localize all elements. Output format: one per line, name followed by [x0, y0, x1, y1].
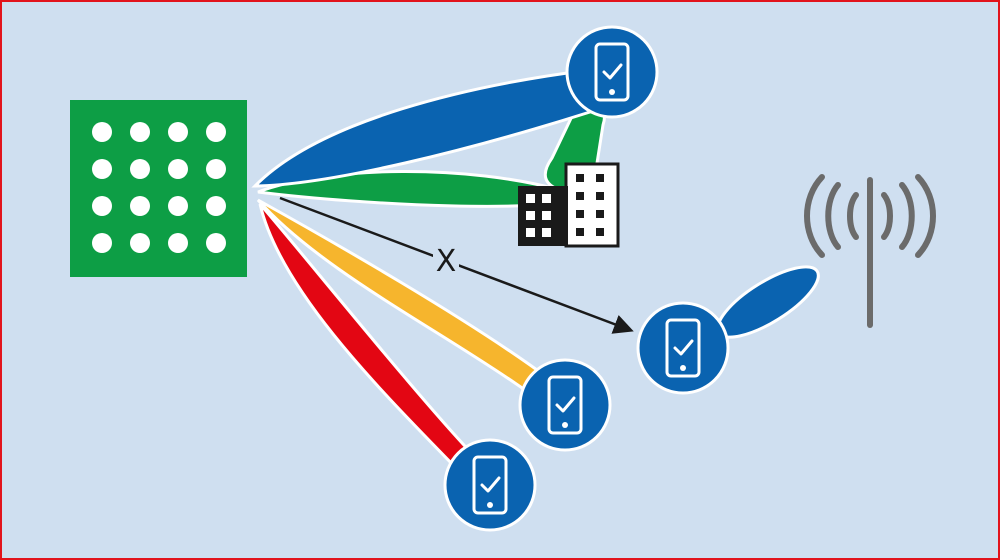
phone-check-icon	[518, 358, 612, 452]
phone-check-icon	[636, 301, 730, 395]
blocked-path-label: X	[436, 244, 457, 279]
phone-bottom-2	[443, 438, 537, 532]
phone-top	[565, 25, 659, 119]
phone-check-icon	[565, 25, 659, 119]
phone-check-icon	[443, 438, 537, 532]
array-elements	[92, 122, 226, 253]
building-icon	[518, 162, 620, 248]
phone-bottom-1	[518, 358, 612, 452]
cell-tower-icon	[804, 174, 936, 328]
blocked-path: X	[279, 196, 634, 334]
antenna-array	[70, 100, 247, 277]
building	[518, 162, 620, 248]
cell-tower	[804, 174, 936, 328]
phone-right	[636, 301, 730, 395]
blocked-label-bg	[433, 246, 459, 276]
